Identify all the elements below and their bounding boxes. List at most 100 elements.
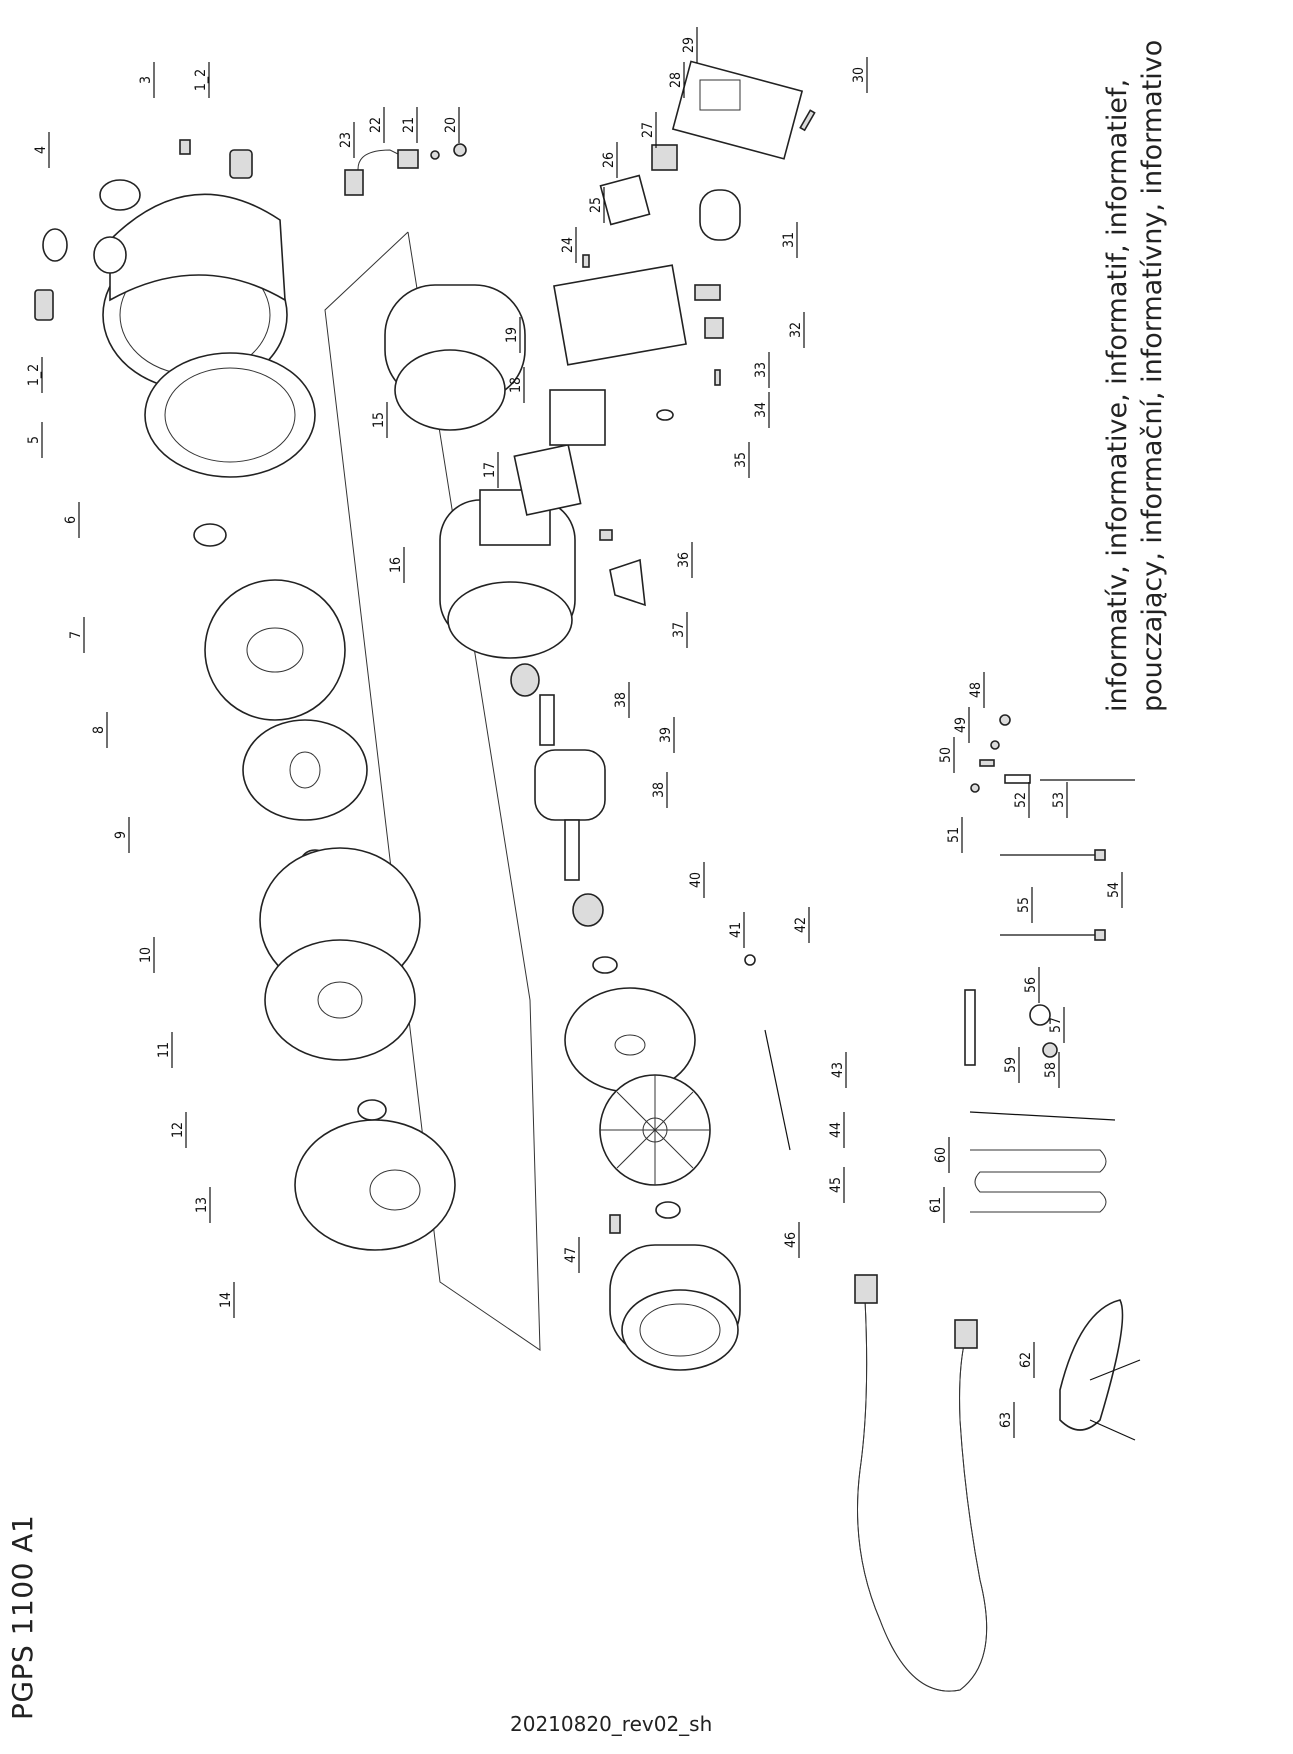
callout-p27: 27 — [640, 112, 657, 148]
gasket — [513, 443, 582, 516]
callout-label: 36 — [676, 552, 692, 568]
callout-label: 41 — [728, 922, 744, 938]
cooling-fan — [599, 1074, 711, 1186]
cable-sleeve — [609, 558, 646, 607]
switch-frame — [599, 174, 651, 226]
callout-p29: 29 — [681, 27, 698, 63]
callout-label: 4 — [33, 146, 49, 154]
callout-p16: 16 — [388, 547, 405, 583]
callout-p37: 37 — [671, 612, 688, 648]
fan-cover — [609, 1244, 741, 1371]
callout-label: 1_2 — [26, 364, 42, 386]
callout-label: 22 — [368, 117, 384, 133]
screw-47 — [609, 1214, 621, 1234]
callout-p36: 36 — [676, 542, 693, 578]
callout-p13: 13 — [194, 1187, 211, 1223]
rotor-shaft — [534, 694, 606, 881]
nut-36 — [599, 529, 613, 541]
callout-label: 29 — [681, 37, 697, 53]
cap-57 — [1029, 1004, 1051, 1026]
capacitor — [699, 189, 741, 241]
guide-vane — [204, 579, 346, 721]
insulation-plate — [549, 389, 606, 446]
callout-p47: 47 — [563, 1237, 580, 1273]
callout-label: 18 — [508, 377, 524, 393]
callout-label: 39 — [658, 727, 674, 743]
callout-p40: 40 — [688, 862, 705, 898]
screw-30 — [799, 109, 816, 132]
callout-p24: 24 — [560, 227, 577, 263]
callout-label: 20 — [443, 117, 459, 133]
nut-48 — [999, 714, 1011, 726]
callout-label: 13 — [194, 1197, 210, 1213]
callout-p12: 12 — [170, 1112, 187, 1148]
callout-p54: 54 — [1106, 872, 1123, 908]
assembly-bracket — [324, 231, 541, 1351]
model-number: PGPS 1100 A1 — [6, 1514, 39, 1720]
pump-flange — [294, 1119, 456, 1251]
callout-label: 35 — [733, 452, 749, 468]
stator — [384, 284, 526, 431]
callout-p41: 41 — [728, 912, 745, 948]
callout-p21: 21 — [401, 107, 418, 143]
cable-plug — [344, 169, 364, 196]
callout-p5: 5 — [26, 422, 43, 458]
callout-p1b: 1_2 — [193, 62, 210, 98]
nut-51 — [970, 783, 980, 793]
informative-note-line-1: informatív, informative, informatif, inf… — [1102, 78, 1133, 712]
pump-casing — [93, 179, 288, 391]
callout-label: 3 — [138, 76, 154, 84]
callout-p56: 56 — [1023, 967, 1040, 1003]
terminal-box — [553, 264, 687, 366]
callout-label: 15 — [371, 412, 387, 428]
handle-62 — [1059, 1299, 1124, 1431]
callout-label: 30 — [851, 67, 867, 83]
callout-label: 16 — [388, 557, 404, 573]
callout-p55: 55 — [1016, 887, 1033, 923]
part-callouts: 1_21_23456789101112131415161718192021222… — [26, 27, 1123, 1438]
motor-housing — [439, 489, 576, 659]
screw-34 — [714, 369, 721, 386]
callout-p4: 4 — [33, 132, 50, 168]
bearing-front — [510, 663, 540, 697]
screw-24 — [582, 254, 590, 268]
callout-label: 49 — [953, 717, 969, 733]
callout-p38b: 38 — [651, 772, 668, 808]
callout-label: 21 — [401, 117, 417, 133]
callout-p7: 7 — [68, 617, 85, 653]
callout-label: 44 — [828, 1122, 844, 1138]
callout-label: 9 — [113, 831, 129, 839]
callout-p8: 8 — [91, 712, 108, 748]
callout-label: 52 — [1013, 792, 1029, 808]
callout-label: 31 — [781, 232, 797, 248]
callout-p43: 43 — [830, 1052, 847, 1088]
callout-label: 59 — [1003, 1057, 1019, 1073]
callout-p32: 32 — [788, 312, 805, 348]
callout-label: 5 — [26, 436, 42, 444]
callout-label: 6 — [63, 516, 79, 524]
callout-label: 54 — [1106, 882, 1122, 898]
callout-label: 43 — [830, 1062, 846, 1078]
callout-label: 25 — [588, 197, 604, 213]
o-ring-4 — [42, 228, 68, 262]
callout-p22: 22 — [368, 107, 385, 143]
callout-label: 28 — [668, 72, 684, 88]
callout-p23: 23 — [338, 122, 355, 158]
callout-p15: 15 — [371, 402, 388, 438]
callout-p62: 62 — [1018, 1342, 1035, 1378]
loop-61 — [970, 1149, 1107, 1213]
callout-label: 10 — [138, 947, 154, 963]
screw-3 — [179, 139, 191, 155]
callout-p11: 11 — [156, 1032, 173, 1068]
callout-p48: 48 — [968, 672, 985, 708]
callout-label: 51 — [946, 827, 962, 843]
callout-p58: 58 — [1043, 1052, 1060, 1088]
callout-label: 63 — [998, 1412, 1014, 1428]
callout-p25: 25 — [588, 187, 605, 223]
clip-54 — [1094, 849, 1106, 861]
cable-tie-60 — [969, 1111, 1116, 1121]
callout-p6: 6 — [63, 502, 80, 538]
callout-p63: 63 — [998, 1402, 1015, 1438]
